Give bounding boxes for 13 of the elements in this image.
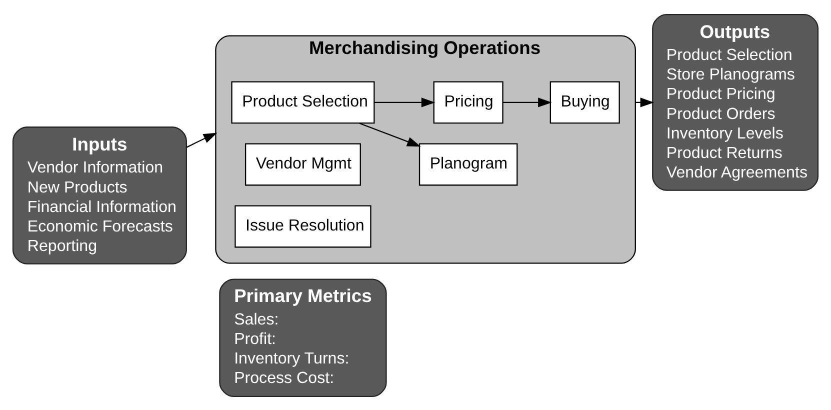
node-box: Primary Metrics Sales: Profit: Inventory Turns: Process Cost: — [219, 278, 387, 396]
node-box: Vendor Mgmt — [244, 142, 361, 186]
node-box: Planogram — [418, 142, 518, 186]
arrow — [374, 97, 436, 107]
node-box: Issue Resolution — [234, 204, 372, 248]
node-box: Outputs Product Selection Store Planograms Product Pricing Product Orders Inventory Levels Product Returns Vendor Agreements — [652, 14, 819, 190]
arrow — [186, 132, 218, 148]
arrow — [359, 122, 421, 146]
arrow — [502, 97, 552, 107]
node-box: Pricing — [433, 80, 504, 124]
node-box: Buying — [550, 80, 620, 124]
node-box: Inputs Vendor Information New Products Financial Information Economic Forecasts Reporting — [12, 126, 187, 264]
node-box: Product Selection — [231, 80, 375, 124]
